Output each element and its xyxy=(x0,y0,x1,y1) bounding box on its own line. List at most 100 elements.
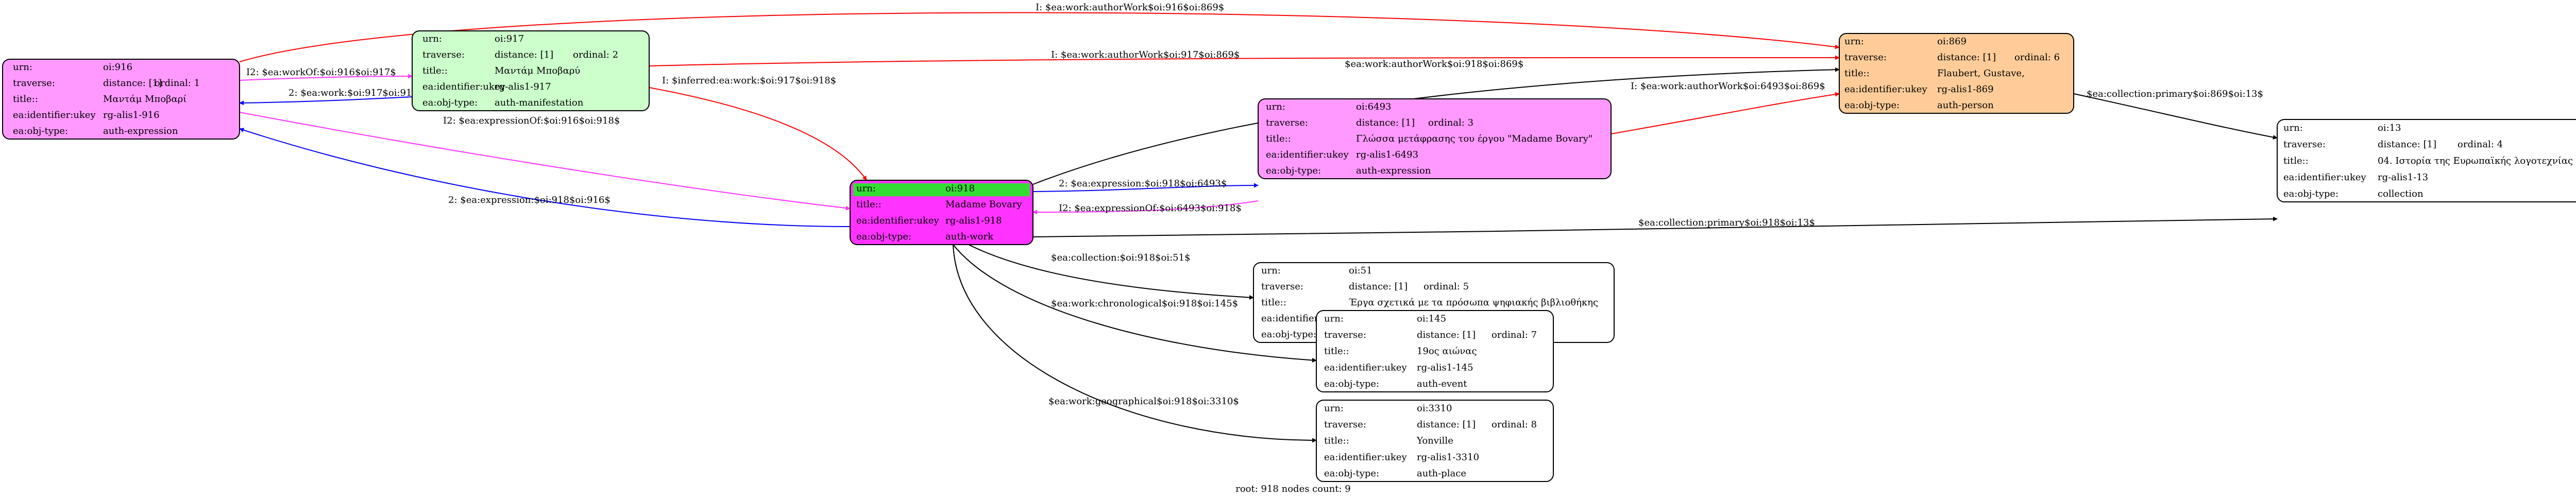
edge-line xyxy=(649,87,867,181)
node-field-key: ea:obj-type: xyxy=(13,126,68,136)
node-field-extra: ordinal: 6 xyxy=(2014,52,2060,63)
node-field-value: rg-alis1-918 xyxy=(945,215,1002,226)
edges-layer: I: $ea:work:authorWork$oi:916$oi:869$ I2:… xyxy=(239,2,2278,443)
nodes-layer: urn: oi:916 traverse: distance: [1] ordinal:… xyxy=(2,30,2576,482)
node-field-key: ea:identifier:ukey xyxy=(2283,172,2366,183)
node-field-key: traverse: xyxy=(1266,117,1308,128)
edge-label: I: $ea:work:authorWork$oi:6493$oi:869$ xyxy=(1631,81,1825,92)
node-field-key: urn: xyxy=(2283,123,2303,133)
node-field-key: ea:identifier:ukey xyxy=(1324,362,1407,373)
node-field-key: ea:identifier:ukey xyxy=(1266,149,1349,160)
edge-line xyxy=(2073,93,2278,140)
node-field-extra: ordinal: 4 xyxy=(2458,139,2503,150)
node-field-value: rg-alis1-6493 xyxy=(1356,149,1418,160)
node-box[interactable] xyxy=(412,30,650,111)
edge: $ea:work:chronological$oi:918$oi:145$ xyxy=(953,244,1317,363)
node-box[interactable] xyxy=(1258,98,1612,179)
node-field-extra: ordinal: 7 xyxy=(1492,330,1537,340)
node-field-value: collection xyxy=(2378,188,2424,199)
edge: 2: $ea:expression:$oi:918$oi:6493$ xyxy=(1032,178,1259,192)
node-field-key: ea:obj-type: xyxy=(1261,329,1316,340)
node-field-value: rg-alis1-3310 xyxy=(1417,452,1479,462)
node-box[interactable] xyxy=(2277,119,2576,202)
edge-label: $ea:work:chronological$oi:918$oi:145$ xyxy=(1051,298,1238,309)
node-box[interactable] xyxy=(1839,33,2074,114)
edge-line xyxy=(953,244,1317,443)
edge-label: I: $ea:work:authorWork$oi:917$oi:869$ xyxy=(1051,49,1240,60)
node-field-value: distance: [1] xyxy=(1417,330,1476,340)
edge-label: 2: $ea:expression:$oi:918$oi:916$ xyxy=(448,195,611,205)
node-field-value: distance: [1] xyxy=(1937,52,1996,63)
edge-label: I2: $ea:workOf:$oi:916$oi:917$ xyxy=(246,67,396,78)
edge-line xyxy=(968,244,1254,300)
edge-line xyxy=(239,112,851,211)
node-field-value: auth-place xyxy=(1417,468,1466,479)
node-field-value: distance: [1] xyxy=(2378,139,2436,150)
edge-line xyxy=(239,96,413,106)
node-field-value: oi:3310 xyxy=(1417,403,1452,414)
node-field-value: oi:51 xyxy=(1349,265,1372,276)
edge: $ea:collection:primary$oi:869$oi:13$ xyxy=(2073,89,2278,140)
node-field-value: auth-event xyxy=(1417,378,1467,389)
node-field-key: urn: xyxy=(856,183,876,194)
node-field-extra: ordinal: 3 xyxy=(1428,117,1473,128)
edge: I: $ea:work:authorWork$oi:916$oi:869$ xyxy=(239,2,1840,62)
node-field-extra: ordinal: 8 xyxy=(1492,419,1537,430)
node-field-value: distance: [1] xyxy=(103,78,162,89)
edge: $ea:collection:$oi:918$oi:51$ xyxy=(968,244,1254,300)
node-field-value: rg-alis1-869 xyxy=(1937,84,1994,95)
edge-line xyxy=(239,74,413,81)
edge-line xyxy=(239,128,851,227)
node-field-value: Μαντάμ Μποβαρί xyxy=(103,94,187,105)
edge-line xyxy=(239,12,1840,62)
node-field-key: title:: xyxy=(1266,133,1291,144)
edge-line xyxy=(649,55,1840,66)
node-field-value: oi:916 xyxy=(103,62,132,73)
node-box[interactable] xyxy=(2,59,240,140)
node-field-value: rg-alis1-145 xyxy=(1417,362,1473,373)
node-field-value: Flaubert, Gustave, xyxy=(1937,68,2025,79)
node-field-value: Madame Bovary xyxy=(945,199,1022,210)
node-field-key: title:: xyxy=(1844,68,1870,79)
edge: I: $inferred:ea:work:$oi:917$oi:918$ xyxy=(649,75,867,181)
node-field-key: ea:obj-type: xyxy=(856,231,911,242)
node-field-key: urn: xyxy=(1266,101,1285,112)
node-box[interactable] xyxy=(1316,310,1554,392)
node-field-key: ea:identifier:ukey xyxy=(13,110,96,121)
edge-line xyxy=(1032,183,1259,192)
node-field-value: Μαντάμ Μποβαρύ xyxy=(495,65,580,76)
node-field-key: title:: xyxy=(1261,297,1286,308)
node-field-key: title:: xyxy=(2283,156,2309,166)
node-field-value: auth-person xyxy=(1937,100,1994,111)
node-field-value: 04. Ιστορία της Ευρωπαϊκής λογοτεχνίας xyxy=(2378,156,2573,166)
edge-label: I2: $ea:expressionOf:$oi:6493$oi:918$ xyxy=(1059,203,1242,214)
node-field-value: oi:6493 xyxy=(1356,101,1391,112)
node-field-key: ea:obj-type: xyxy=(1266,165,1321,176)
node-box[interactable] xyxy=(1316,400,1554,482)
node-field-key: title:: xyxy=(1324,346,1349,357)
node-field-value: rg-alis1-916 xyxy=(103,110,160,121)
node-field-key: traverse: xyxy=(1324,330,1366,340)
edge: 2: $ea:work:$oi:917$oi:916$ xyxy=(239,88,423,106)
edge-line xyxy=(953,244,1317,363)
node-field-key: traverse: xyxy=(1261,281,1303,292)
edge: I2: $ea:expressionOf:$oi:916$oi:918$ xyxy=(239,112,851,211)
edge-line xyxy=(1032,200,1259,215)
node-field-value: auth-work xyxy=(945,231,994,242)
node-field-key: urn: xyxy=(422,33,442,44)
node-field-value: 19ος αιώνας xyxy=(1417,346,1477,357)
node-field-value: oi:13 xyxy=(2378,123,2401,133)
node-field-key: ea:obj-type: xyxy=(1324,468,1379,479)
root-urn-highlight xyxy=(853,183,1030,197)
node-field-extra: ordinal: 5 xyxy=(1423,281,1469,292)
node-field-key: urn: xyxy=(1844,36,1864,47)
node-field-key: ea:obj-type: xyxy=(422,97,478,108)
